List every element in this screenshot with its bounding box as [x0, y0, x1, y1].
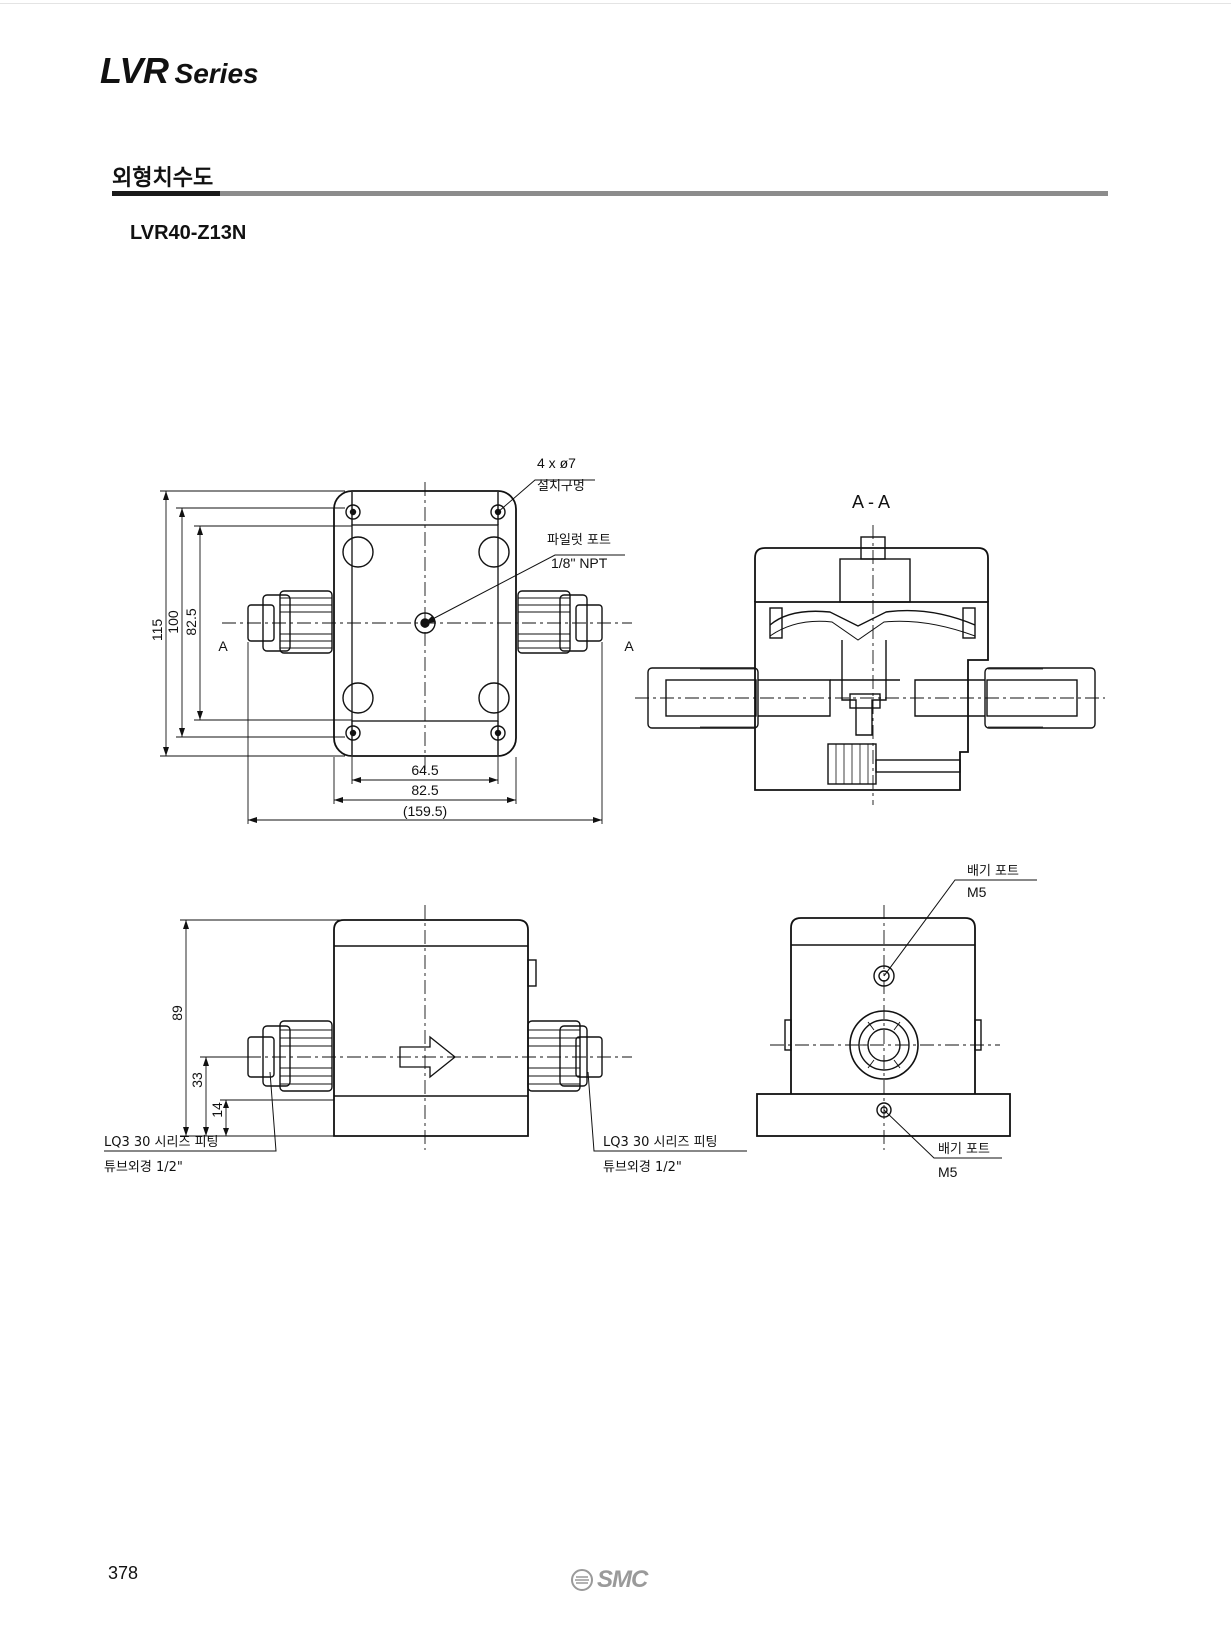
- fitting-left-tube: 튜브외경 1/2": [104, 1160, 183, 1175]
- series-name: LVR: [100, 50, 169, 91]
- section-rule-accent: [112, 191, 220, 196]
- section-rule: [220, 191, 1108, 196]
- side-view: [756, 879, 1037, 1159]
- dim-height-14: 14: [209, 1102, 225, 1118]
- section-view: [635, 525, 1105, 805]
- exhaust-port-bottom-label: 배기 포트: [938, 1142, 990, 1157]
- dim-height-89: 89: [169, 1005, 185, 1021]
- fitting-left-label: LQ3 30 시리즈 피팅: [104, 1135, 219, 1150]
- pilot-port-label-ko: 파일럿 포트: [547, 533, 611, 548]
- exhaust-port-top-size: M5: [967, 884, 987, 900]
- smc-logo-icon: [571, 1569, 593, 1591]
- dim-height-100: 100: [165, 610, 181, 634]
- dim-height-115: 115: [149, 619, 165, 642]
- dim-height-33: 33: [189, 1072, 205, 1088]
- dim-width-82-5: 82.5: [411, 782, 438, 798]
- exhaust-port-top-label: 배기 포트: [967, 864, 1019, 879]
- exhaust-port-bottom-size: M5: [938, 1164, 958, 1180]
- brand-name: SMC: [597, 1566, 648, 1593]
- front-view: [104, 905, 747, 1152]
- fitting-right-label: LQ3 30 시리즈 피팅: [603, 1135, 718, 1150]
- section-view-label: A - A: [852, 492, 890, 512]
- dim-width-159-5: (159.5): [403, 803, 447, 819]
- page-number: 378: [108, 1563, 139, 1583]
- dim-width-64-5: 64.5: [411, 762, 438, 778]
- section-mark-right: A: [624, 638, 634, 654]
- section-mark-left: A: [218, 638, 228, 654]
- fitting-right-tube: 튜브외경 1/2": [603, 1160, 682, 1175]
- dim-height-82-5: 82.5: [183, 608, 199, 635]
- model-number: LVR40-Z13N: [130, 222, 247, 244]
- series-suffix: Series: [174, 58, 259, 89]
- top-view: [160, 479, 632, 824]
- top-border: [0, 3, 1231, 4]
- mount-hole-label-ko: 설치구멍: [537, 479, 585, 494]
- brand-logo: SMC: [570, 1566, 648, 1594]
- mount-hole-label: 4 x ø7: [537, 455, 576, 471]
- pilot-port-size: 1/8" NPT: [551, 555, 608, 571]
- section-heading: 외형치수도: [112, 166, 214, 191]
